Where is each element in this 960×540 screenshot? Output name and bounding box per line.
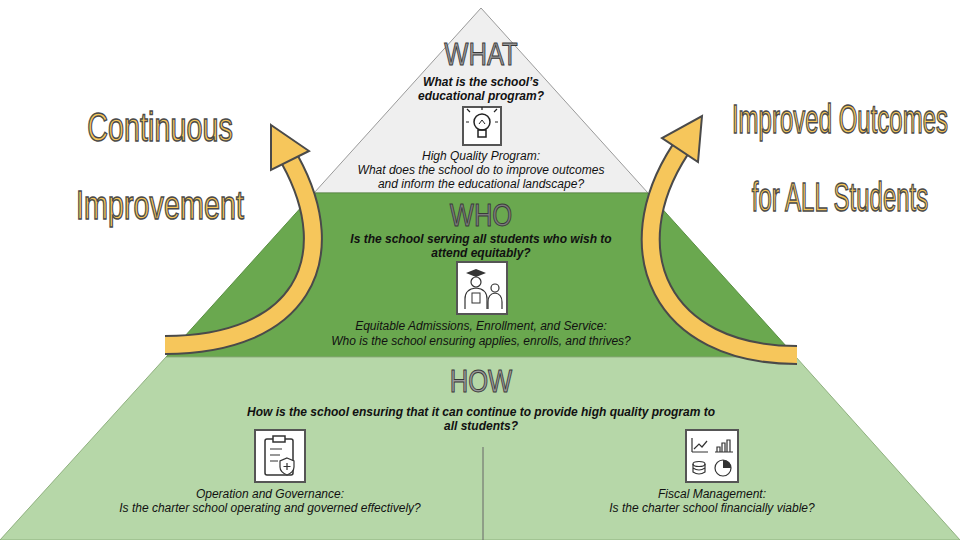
band-question: How is the school ensuring that it can c… [244,405,718,433]
band-heading: HOW [401,365,561,397]
band-text: Who is the school ensuring applies, enro… [261,334,701,348]
band-text: Equitable Admissions, Enrollment, and Se… [261,319,701,333]
how-band: HOW How is the school ensuring that it ca… [0,357,960,540]
band-text: Operation and Governance: [60,487,480,501]
band-text: What does the school do to improve outco… [348,163,614,191]
band-question: Is the school serving all students who w… [346,232,616,260]
band-text: Is the charter school financially viable… [512,501,912,515]
band-shape [483,430,960,540]
curved-arrow [651,150,797,355]
governance-section: Operation and Governance:Is the charter … [0,430,483,540]
what-band: WHAT What is the school’s educational pro… [314,8,648,193]
curved-arrow-outline [651,150,797,355]
arrow-head [271,125,309,170]
fiscal-section: Fiscal Management:Is the charter school … [483,430,960,540]
band-question: What is the school’s educational program… [406,75,556,103]
band-heading: WHO [401,199,561,231]
continuous-improvement-label: Continuous Improvement [66,88,253,244]
improved-outcomes-label: Improved Outcomes for ALL Students [729,80,951,236]
band-text: Fiscal Management: [512,487,912,501]
band-shape [0,430,483,540]
band-heading: WHAT [401,38,561,70]
band-text: High Quality Program: [381,149,581,163]
band-text: Is the charter school operating and gove… [60,501,480,515]
arrow-head [662,116,702,162]
curved-arrow-outline [165,160,313,345]
curved-arrow [165,160,313,345]
